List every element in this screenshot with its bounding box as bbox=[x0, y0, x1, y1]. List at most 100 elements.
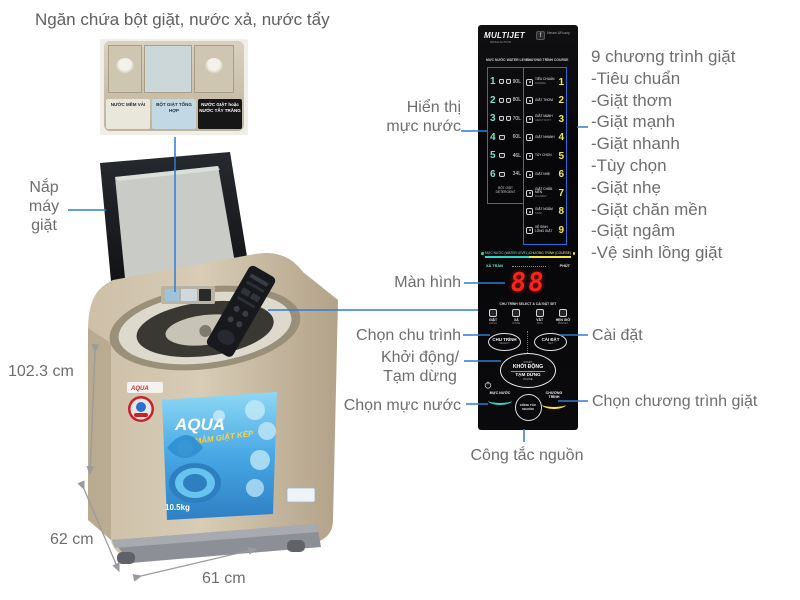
standby-icon bbox=[484, 381, 492, 389]
program-list-item: -Giặt thơm bbox=[591, 90, 673, 110]
water-indicator-led bbox=[481, 252, 484, 255]
dotted-separator bbox=[527, 331, 528, 357]
rinse-icon bbox=[512, 309, 521, 317]
machine-base-top bbox=[112, 524, 318, 548]
program-icon-jeans bbox=[526, 115, 533, 123]
sticker-capacity: 10.5kg bbox=[165, 503, 190, 512]
program-list-item: -Vệ sinh lồng giặt bbox=[591, 243, 723, 263]
water-level-row: 4 60L bbox=[490, 132, 521, 143]
program-num: 6 bbox=[558, 169, 564, 180]
deck-dispenser-label bbox=[161, 286, 215, 304]
course-indicator: CHƯƠNG TRÌNH (COURSE) bbox=[528, 251, 571, 258]
program-icon-shirt bbox=[526, 78, 533, 86]
basket-icon bbox=[499, 153, 505, 159]
start-pause-label: Khởi động/Tạm dừng bbox=[380, 349, 460, 385]
drawer-label-softener: NƯỚC MỀM VẢI bbox=[106, 99, 150, 129]
water-level-label: 34L bbox=[512, 171, 521, 178]
power-switch-label: Công tắc nguồn bbox=[470, 447, 584, 464]
select-cycle-label: Chọn chu trình bbox=[356, 327, 461, 344]
start-pause-button: START KHỞI ĐỘNG TẠM DỪNG PAUSE bbox=[500, 353, 556, 388]
program-list: 9 chương trình giặt -Tiêu chuẩn -Giặt th… bbox=[591, 46, 791, 264]
front-sticker: AQUA MÂM GIẶT KÉP 10.5kg bbox=[162, 392, 277, 520]
water-level-num: 1 bbox=[490, 76, 496, 88]
program-num: 9 bbox=[558, 224, 564, 236]
water-level-label: 60L bbox=[512, 134, 521, 141]
machine-foot-left bbox=[117, 552, 135, 564]
sticker-brand: AQUA bbox=[174, 415, 225, 434]
water-level-num: 4 bbox=[490, 131, 496, 143]
basket-icon bbox=[499, 79, 504, 85]
dispenser-caption: Ngăn chứa bột giặt, nước xả, nước tẩy bbox=[35, 10, 330, 29]
fuzzy-logo-text: Neuro &Fuzzy bbox=[547, 31, 570, 35]
detergent-note: BỘT GIẶT DETERGENT bbox=[495, 185, 516, 194]
basket-icon bbox=[505, 97, 511, 103]
width-dimension-label: 61 cm bbox=[202, 570, 246, 587]
water-level-button: MỰC NƯỚC bbox=[486, 391, 514, 406]
program-num: 1 bbox=[558, 76, 564, 88]
drawer-label-bleach: NƯỚC GIẶT hoặc NƯỚC TẨY TRẮNG bbox=[198, 99, 242, 129]
control-panel-blowup: MULTIJET WASH ACTION f Neuro &Fuzzy MỰC … bbox=[478, 25, 578, 430]
program-num: 4 bbox=[558, 132, 564, 143]
yellow-arc bbox=[542, 400, 566, 410]
machine-console bbox=[206, 265, 276, 357]
teal-arc bbox=[488, 396, 512, 406]
water-level-label: 80L bbox=[512, 97, 521, 104]
energy-label bbox=[286, 487, 316, 503]
basket-icon bbox=[505, 79, 511, 85]
spin-icon bbox=[535, 309, 544, 317]
program-icon-custom bbox=[526, 152, 533, 160]
select-program-label: Chọn chương trình giặt bbox=[592, 393, 758, 410]
program-list-item: -Giặt nhanh bbox=[591, 134, 680, 154]
basket-icon bbox=[499, 134, 505, 140]
dispenser-drawer-photo: NƯỚC MỀM VẢI BỘT GIẶT TỔNG HỢP NƯỚC GIẶT… bbox=[100, 39, 248, 135]
program-list-item: -Giặt nhẹ bbox=[591, 177, 661, 197]
program-list-item: -Tùy chọn bbox=[591, 155, 667, 175]
program-num: 2 bbox=[558, 95, 564, 106]
course-indicator-led bbox=[572, 252, 575, 255]
brand-label: AQUA bbox=[127, 382, 163, 393]
select-set-bar: CHU TRÌNH SELECT & CÀI ĐẶT SET bbox=[499, 302, 557, 306]
course-column-header: CHƯƠNG TRÌNH COURSE bbox=[526, 58, 569, 62]
dotted-leader bbox=[512, 266, 546, 267]
multijet-logo: MULTIJET bbox=[484, 31, 525, 40]
program-num: 7 bbox=[558, 187, 564, 199]
seven-segment-display: 88 bbox=[508, 268, 548, 298]
warranty-badge bbox=[128, 396, 154, 422]
machine-side bbox=[88, 328, 111, 540]
program-icon-speed bbox=[526, 134, 533, 141]
select-water-label: Chọn mực nước bbox=[343, 397, 461, 414]
screen-label: Màn hình bbox=[394, 274, 461, 291]
settings-label: Cài đặt bbox=[592, 327, 643, 344]
water-level-label: 70L bbox=[512, 115, 521, 122]
water-column-header: MỰC NƯỚC WATER LEVEL bbox=[486, 58, 531, 62]
program-list-item: -Giặt ngâm bbox=[591, 221, 676, 241]
program-num: 8 bbox=[558, 206, 564, 217]
softener-cap bbox=[116, 58, 134, 74]
machine-foot-right bbox=[287, 540, 305, 552]
height-dimension-label: 102.3 cm bbox=[8, 363, 74, 380]
program-list-title: 9 chương trình giặt bbox=[591, 47, 736, 66]
program-list-item: -Giặt mạnh bbox=[591, 112, 676, 132]
wash-icon bbox=[489, 309, 497, 317]
basket-icon bbox=[505, 116, 511, 122]
